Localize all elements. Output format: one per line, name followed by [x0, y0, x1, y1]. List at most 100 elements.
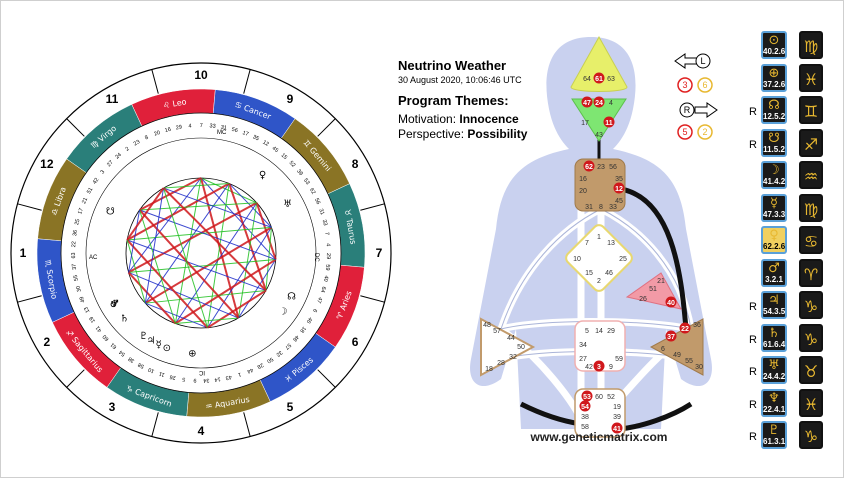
ic-label: IC	[198, 369, 205, 375]
wheel-gate-number: 57	[283, 342, 292, 351]
wheel-gate-number: 50	[266, 356, 274, 364]
planet-sign-cell[interactable]: ♊	[799, 96, 823, 124]
wheel-gate-number: 24	[114, 152, 123, 161]
house-divider	[17, 203, 42, 211]
wheel-gate-number: 12	[261, 140, 269, 148]
planet-row: R ♃54.3.5 ♑	[749, 291, 839, 321]
planet-gate-cell[interactable]: ♅24.4.2	[761, 356, 787, 384]
planet-sign-cell[interactable]: ♍	[799, 193, 823, 222]
wheel-gate-number: 6	[311, 307, 318, 312]
wheel-gate-number: 29	[325, 253, 331, 259]
motivation-row: Motivation: Innocence	[398, 112, 578, 126]
house-divider	[360, 203, 385, 211]
planet-row: R☊12.5.2♊	[749, 96, 839, 126]
wheel-planet-glyph: ♃	[147, 336, 156, 347]
house-number: 2	[44, 335, 51, 349]
wheel-gate-number: 23	[133, 139, 141, 147]
bodygraph-gate: 37	[667, 334, 675, 341]
planet-gate-cell[interactable]: ⊕37.2.6	[761, 63, 787, 92]
planet-gate-cell[interactable]: ☋11.5.2	[761, 128, 787, 157]
house-divider	[66, 118, 85, 137]
planet-sign-cell[interactable]: ♓	[799, 63, 823, 92]
aspect-line	[139, 202, 257, 211]
wheel-gate-number: 16	[164, 127, 171, 134]
activated-gate-marker	[593, 96, 605, 108]
bodygraph-gate: 41	[613, 426, 621, 433]
planet-sign-cell[interactable]: ♋	[799, 226, 823, 254]
bottom-arrow-letter: R	[684, 105, 691, 115]
wheel-planet-glyph: ⊙	[163, 343, 171, 354]
perspective-value: Possibility	[467, 127, 528, 141]
bodygraph-gate: 33	[609, 204, 617, 211]
bodygraph-gate: 5	[585, 328, 589, 335]
planet-sign-cell[interactable]: ♐	[799, 128, 823, 157]
house-number: 3	[109, 400, 116, 414]
planet-sign-cell[interactable]: ♓	[799, 388, 823, 417]
planet-sign-cell[interactable]: ♒	[799, 161, 823, 189]
wheel-gate-number: 41	[95, 325, 103, 333]
wheel-planet-glyph: ☋	[106, 207, 115, 218]
house-divider	[66, 369, 85, 388]
perspective-row: Perspective: Possibility	[398, 127, 578, 141]
planet-gate-cell[interactable]: ♇61.3.1	[761, 421, 787, 449]
wheel-gate-number: 51	[86, 187, 94, 195]
planet-gate-cell[interactable]: ⊙40.2.6	[761, 31, 787, 59]
planet-gate-cell[interactable]: ☽41.4.2	[761, 161, 787, 189]
bodygraph-gate: 28	[497, 360, 505, 367]
planet-icon: ♃	[768, 293, 780, 308]
bodygraph-gate: 62	[585, 164, 593, 171]
wheel-gate-number: 8	[144, 135, 149, 142]
wheel-gate-number: 10	[147, 366, 155, 374]
wheel-gate-number: 35	[252, 134, 260, 142]
planet-icon: ♅	[768, 358, 780, 373]
bodygraph-gate: 45	[615, 198, 623, 205]
planet-sign-cell[interactable]: ♑	[799, 291, 823, 319]
planet-gate-cell[interactable]: ♂3.2.1	[761, 258, 787, 287]
bodygraph-gate: 46	[605, 270, 613, 277]
wheel-planet-glyph: ♀	[259, 170, 266, 181]
planet-icon: ♇	[768, 423, 780, 438]
chart-datetime: 30 August 2020, 10:06:46 UTC	[398, 75, 522, 85]
planet-sign-cell[interactable]: ♉	[799, 356, 823, 384]
planet-sign-cell[interactable]: ♍	[799, 31, 823, 59]
aspect-line	[265, 227, 272, 291]
sign-label: ♌ Leo	[162, 97, 187, 110]
aspect-line	[128, 271, 239, 319]
zodiac-sign-icon: ♑	[803, 297, 819, 316]
bodygraph-gate: 61	[595, 76, 603, 83]
planet-gate-cell[interactable]: ☿47.3.3	[761, 193, 787, 222]
aspect-line	[207, 183, 230, 328]
planet-gate-cell[interactable]: ♆22.4.1	[761, 388, 787, 417]
planet-gate-cell[interactable]: ♃54.3.5	[761, 291, 787, 319]
wheel-gate-number: 48	[291, 334, 300, 343]
house-number: 4	[198, 424, 205, 438]
aspect-line	[127, 226, 272, 241]
retrograde-marker: R	[749, 301, 757, 313]
activated-gate-marker	[583, 160, 595, 172]
planet-sign-cell[interactable]: ♑	[799, 421, 823, 449]
bodygraph-gate: 2	[597, 278, 601, 285]
wheel-planet-glyph: ☽	[278, 306, 287, 317]
watermark: www.geneticmatrix.com	[530, 430, 668, 444]
bottom-value-2-circle	[697, 124, 713, 140]
planet-gate-cell[interactable]: ☊12.5.2	[761, 96, 787, 124]
planet-gate-cell[interactable]: ♀62.2.6	[761, 226, 787, 254]
planet-gate-cell[interactable]: ♄61.6.4	[761, 323, 787, 352]
aspect-line	[174, 258, 277, 325]
wheel-gate-number: 38	[127, 355, 135, 363]
planet-sign-cell[interactable]: ♑	[799, 323, 823, 352]
wheel-gate-number: 46	[305, 316, 313, 324]
aspect-line	[175, 317, 239, 324]
aspect-line	[145, 302, 208, 329]
aspect-line	[163, 187, 209, 328]
house-divider	[360, 295, 385, 303]
aspect-line	[228, 183, 267, 291]
wheel-gate-number: 34	[203, 377, 209, 383]
planet-sign-cell[interactable]: ♈	[799, 258, 823, 287]
bodygraph-gate: 54	[581, 404, 589, 411]
wheel-gate-number: 32	[275, 349, 284, 357]
house-divider	[17, 295, 42, 303]
left-arrow-icon	[674, 53, 698, 69]
